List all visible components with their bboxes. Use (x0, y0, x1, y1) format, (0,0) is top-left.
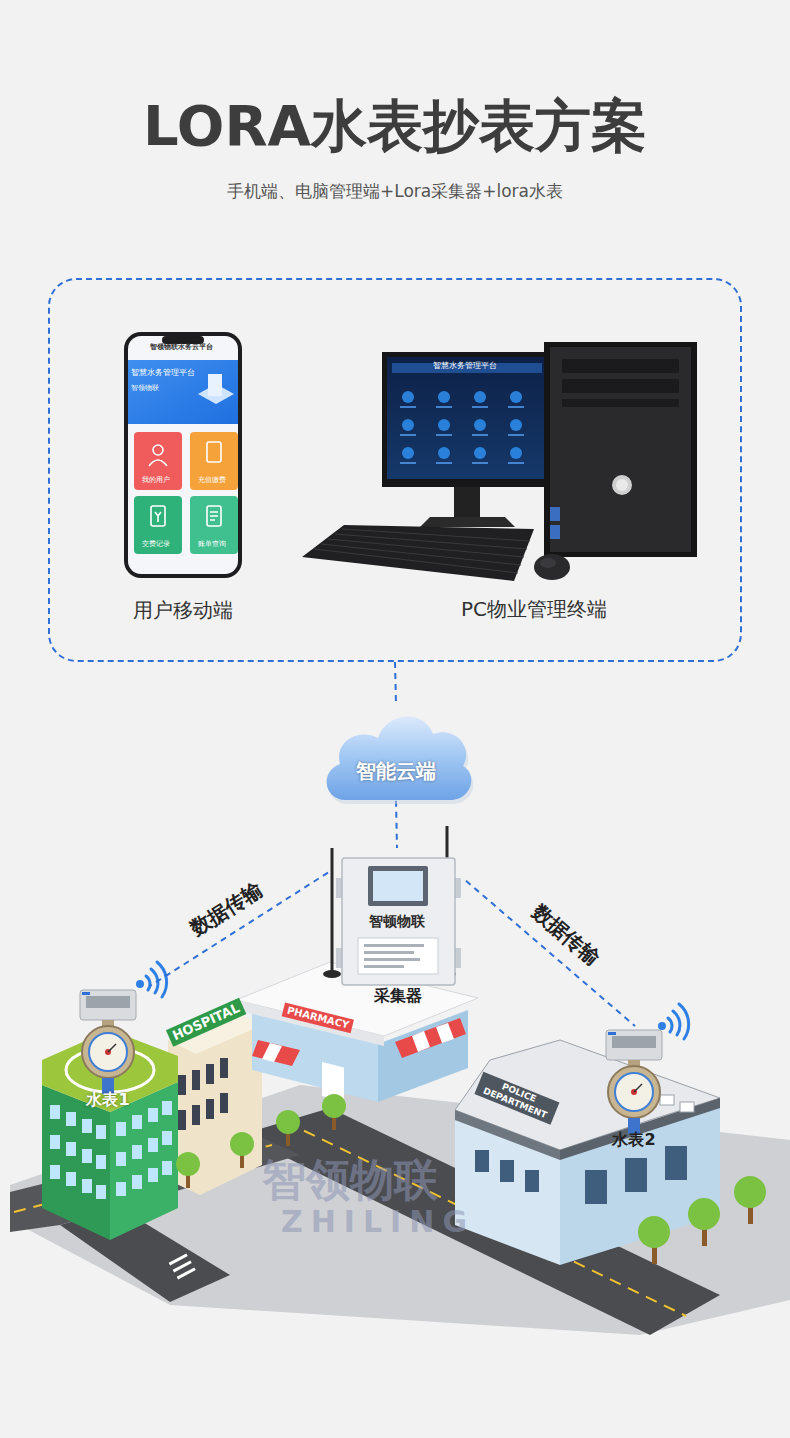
screen-title: 智慧水务管理平台 (131, 368, 195, 378)
police-windows (475, 1146, 687, 1204)
wifi-icon (660, 1004, 689, 1039)
dashed-connector (395, 662, 396, 704)
cloud-shape (316, 700, 476, 812)
node-label: 水表1 (86, 1090, 129, 1109)
building-sign: POLICE DEPARTMENT (475, 1072, 560, 1125)
device-brand: 智顿物联 (369, 913, 425, 930)
page-caption: 手机端、电脑管理端+Lora采集器+lora水表 (227, 181, 563, 201)
meter-node: 水表1 (66, 986, 150, 1114)
trees (176, 1094, 766, 1264)
pharmacy-roof-edge (236, 1000, 384, 1046)
node-label: 用户移动端 (133, 598, 233, 622)
screen-header: 智领物联水务云平台 (150, 343, 213, 351)
node-label: 采集器 (374, 986, 422, 1005)
meter-node: 水表2 (596, 1026, 674, 1154)
screen-subtitle: 智领物联 (131, 384, 159, 392)
tower-roof (42, 1030, 178, 1112)
pc-node: PC物业管理终端 (300, 335, 700, 625)
cloud-node: 智能云端 (316, 700, 476, 812)
tile-label: 我的用户 (142, 476, 170, 484)
road (240, 1108, 720, 1335)
building-sign: HOSPITAL (166, 998, 246, 1047)
pc-screen-title: 智慧水务管理平台 (433, 361, 497, 371)
dashed-connector (466, 881, 635, 1026)
node-label: PC物业管理终端 (461, 597, 607, 621)
dashed-connector (150, 873, 328, 986)
awning (252, 1018, 466, 1066)
collector-node: 采集器 (328, 848, 466, 1012)
tile-label: 交费记录 (142, 540, 170, 548)
hospital-windows (178, 1058, 228, 1130)
tile-label: 账单查询 (198, 540, 226, 548)
dashed-region: 用户移动端 PC物业管理终端 (48, 278, 742, 662)
crosswalk (169, 1253, 196, 1279)
page-title: LORA水表抄表方案 (143, 92, 647, 159)
edge-label: 数据传输 (183, 876, 268, 942)
dashed-connector (396, 801, 397, 848)
watermark: 智领物联 (262, 1154, 438, 1207)
pc-illustration (300, 335, 700, 625)
roof-fans (660, 1095, 694, 1112)
building-sign: PHARMACY (282, 1003, 355, 1034)
edge-label: 数据传输 (526, 898, 607, 972)
tile-label: 充值缴费 (198, 476, 226, 484)
watermark: ZHILING (281, 1204, 475, 1240)
wifi-icon (138, 962, 167, 997)
tower-windows (50, 1101, 172, 1199)
node-label: 智能云端 (356, 759, 436, 783)
node-label: 水表2 (612, 1130, 655, 1149)
